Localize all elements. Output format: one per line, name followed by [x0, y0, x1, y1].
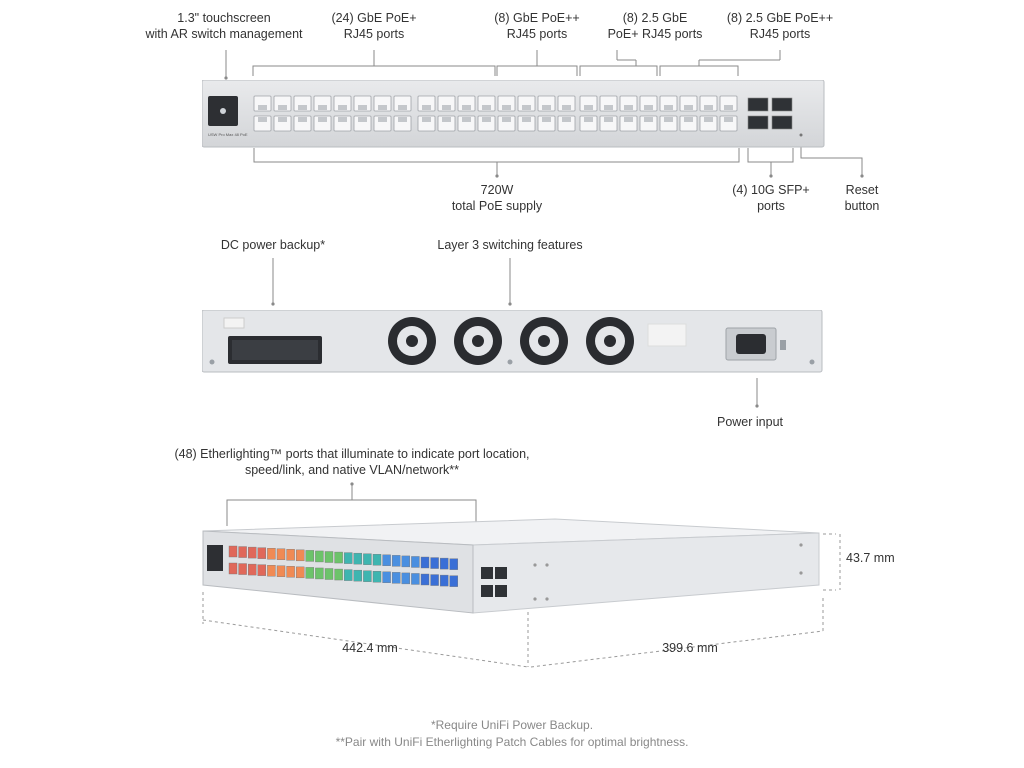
label-height: 43.7 mm	[846, 551, 895, 565]
etherlighting-port	[286, 566, 295, 578]
etherlighting-port	[411, 556, 420, 568]
etherlighting-port	[228, 562, 238, 575]
iso-sfp-port	[481, 585, 493, 597]
etherlighting-port	[276, 548, 286, 560]
etherlighting-port	[372, 554, 382, 566]
front-sfp-ports	[747, 97, 793, 130]
label-25gbe-poepp: (8) 2.5 GbE PoE++ RJ45 ports	[726, 11, 834, 41]
etherlighting-port	[286, 549, 295, 561]
etherlighting-port	[372, 571, 382, 583]
etherlighting-port	[276, 565, 286, 577]
etherlighting-port	[382, 554, 391, 566]
brand-text: USW Pro Max 48 PoE	[208, 132, 248, 137]
etherlighting-port	[401, 572, 411, 585]
etherlighting-port	[248, 546, 257, 559]
etherlighting-port	[363, 553, 372, 565]
etherlighting-port	[228, 545, 238, 558]
etherlighting-port	[430, 557, 439, 569]
etherlighting-port	[315, 567, 324, 580]
etherlighting-port	[295, 566, 305, 579]
etherlighting-port	[353, 552, 363, 565]
etherlighting-port	[305, 550, 315, 562]
rear-panel	[202, 310, 823, 373]
etherlighting-port	[257, 564, 266, 576]
label-sfp: (4) 10G SFP+ ports	[732, 183, 810, 213]
label-reset: Reset button	[844, 183, 880, 213]
label-etherlighting: (48) Etherlighting™ ports that illuminat…	[174, 447, 530, 477]
front-panel: USW Pro Max 48 PoE	[202, 80, 825, 148]
label-width: 442.4 mm	[342, 641, 398, 655]
sfp-port	[747, 97, 769, 112]
label-dc-backup: DC power backup*	[220, 238, 326, 252]
etherlighting-port	[248, 563, 257, 576]
etherlighting-port	[420, 573, 430, 586]
etherlighting-port	[343, 552, 353, 564]
footnote-power-backup: *Require UniFi Power Backup.	[430, 718, 594, 732]
label-touchscreen: 1.3" touchscreen with AR switch manageme…	[145, 11, 303, 41]
etherlighting-port	[411, 573, 420, 585]
etherlighting-port	[449, 558, 459, 570]
label-25gbe-poe: (8) 2.5 GbE PoE+ RJ45 ports	[607, 11, 703, 41]
etherlighting-port	[315, 550, 324, 563]
etherlighting-port	[353, 569, 363, 582]
etherlighting-port	[391, 555, 401, 567]
etherlighting-port	[324, 568, 334, 580]
sfp-port	[771, 115, 793, 130]
footnote-patch-cables: **Pair with UniFi Etherlighting Patch Ca…	[335, 735, 689, 749]
etherlighting-port	[401, 555, 411, 568]
etherlighting-port	[391, 572, 401, 584]
label-gbe-poe: (24) GbE PoE+ RJ45 ports	[331, 11, 417, 41]
etherlighting-port	[334, 568, 343, 581]
iso-sfp-ports	[481, 567, 507, 597]
etherlighting-port	[449, 575, 459, 587]
sfp-port	[747, 115, 769, 130]
etherlighting-port	[343, 569, 353, 581]
reset-button-pin[interactable]	[799, 133, 803, 137]
label-gbe-poepp: (8) GbE PoE++ RJ45 ports	[494, 11, 580, 41]
label-layer3: Layer 3 switching features	[437, 238, 583, 252]
etherlighting-port	[363, 570, 372, 582]
etherlighting-port	[430, 574, 439, 586]
etherlighting-port	[439, 574, 449, 587]
etherlighting-port	[305, 567, 315, 579]
cooling-fans	[388, 317, 634, 365]
etherlighting-port	[334, 551, 343, 564]
etherlighting-port	[324, 551, 334, 563]
etherlighting-port	[267, 565, 276, 577]
iso-sfp-port	[481, 567, 493, 579]
sfp-port	[771, 97, 793, 112]
etherlighting-port	[267, 548, 276, 560]
iso-switch	[202, 518, 820, 614]
etherlighting-port	[382, 571, 391, 584]
label-power-input: Power input	[716, 415, 783, 429]
iso-sfp-port	[495, 585, 507, 597]
label-depth: 399.6 mm	[662, 641, 718, 655]
etherlighting-port	[295, 549, 305, 562]
iso-sfp-port	[495, 567, 507, 579]
front-rj45-ports	[253, 95, 738, 132]
label-poe-supply: 720W total PoE supply	[451, 183, 543, 213]
etherlighting-port	[238, 563, 247, 575]
etherlighting-port	[257, 547, 266, 559]
iso-etherlighting-ports	[228, 545, 459, 587]
etherlighting-port	[439, 557, 449, 570]
etherlighting-port	[238, 546, 247, 558]
iso-touchscreen	[207, 545, 223, 571]
etherlighting-port	[420, 556, 430, 569]
